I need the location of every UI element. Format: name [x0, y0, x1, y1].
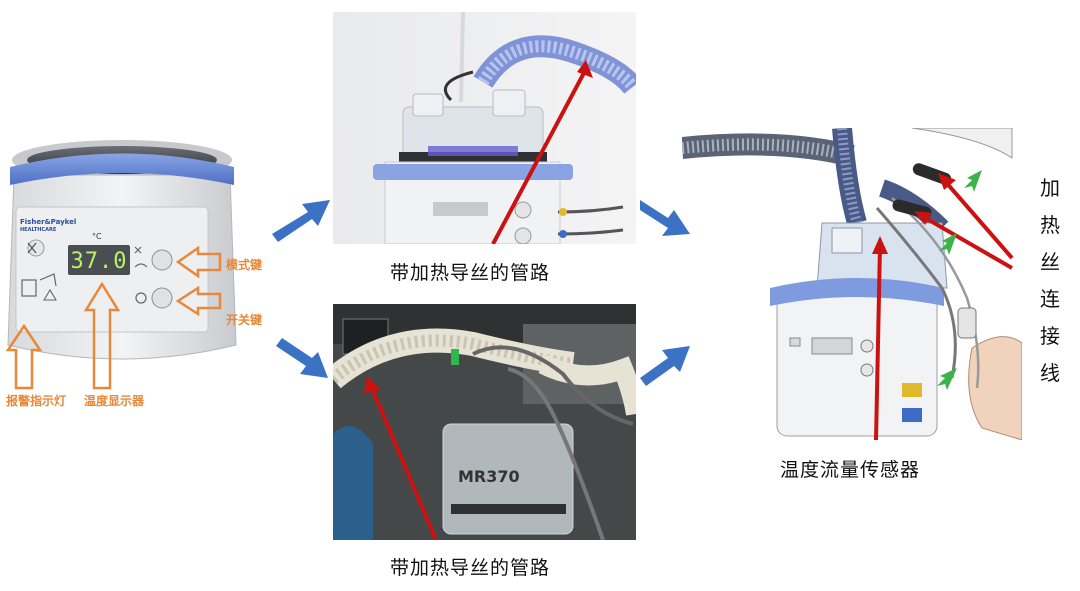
brand-subtitle: HEALTHCARE	[20, 227, 57, 233]
humidifier-device	[0, 135, 245, 375]
green-arrow-icon-2	[939, 233, 957, 255]
green-arrow-icon-1	[964, 170, 982, 192]
heater-wire-char-6: 线	[1040, 361, 1060, 385]
bottom-tube-photo: MR370	[333, 304, 636, 540]
sensor-illustration	[680, 127, 1023, 441]
heater-wire-char-2: 热	[1040, 213, 1060, 237]
temp-display-arrow-icon	[83, 281, 121, 390]
arrow-right-down-icon	[640, 200, 690, 236]
arrow-up-right-icon	[272, 200, 330, 242]
alarm-light-arrow-icon	[5, 323, 43, 390]
heater-wire-char-4: 连	[1040, 287, 1060, 311]
red-pointer-wire-2	[920, 214, 1014, 270]
alarm-light-label: 报警指示灯	[6, 394, 67, 408]
top-tube-photo	[333, 12, 636, 244]
heater-wire-char-3: 丝	[1040, 250, 1060, 274]
device-callout-arrows	[5, 245, 222, 390]
heater-wire-char-5: 接	[1040, 324, 1060, 348]
arrow-right-up-icon	[640, 346, 690, 386]
temperature-unit: °C	[92, 232, 102, 241]
bottom-tube-caption: 带加热导丝的管路	[390, 557, 551, 579]
red-pointer-sensor	[874, 245, 882, 441]
red-pointer-bottom	[369, 385, 438, 540]
temp-display-label: 温度显示器	[84, 394, 145, 408]
red-pointer-wire-1	[942, 178, 1014, 260]
heater-wire-char-1: 加	[1040, 176, 1060, 200]
mode-key-label: 模式键	[226, 258, 263, 272]
brand-name: Fisher&Paykel	[20, 218, 77, 226]
power-key-label: 开关键	[226, 313, 263, 327]
mode-key-arrow-icon	[175, 245, 222, 279]
arrow-down-right-icon	[276, 338, 328, 378]
chamber-model-text: MR370	[458, 467, 520, 486]
humidifier-illustration	[7, 140, 237, 360]
power-key-arrow-icon	[175, 285, 222, 317]
top-tube-caption: 带加热导丝的管路	[390, 262, 551, 284]
temperature-display: 37.0	[70, 249, 128, 274]
green-arrow-icon-3	[937, 368, 957, 390]
red-pointer-top	[491, 68, 588, 244]
sensor-caption: 温度流量传感器	[780, 459, 921, 481]
brand-logo: Fisher&Paykel HEALTHCARE	[20, 218, 76, 234]
